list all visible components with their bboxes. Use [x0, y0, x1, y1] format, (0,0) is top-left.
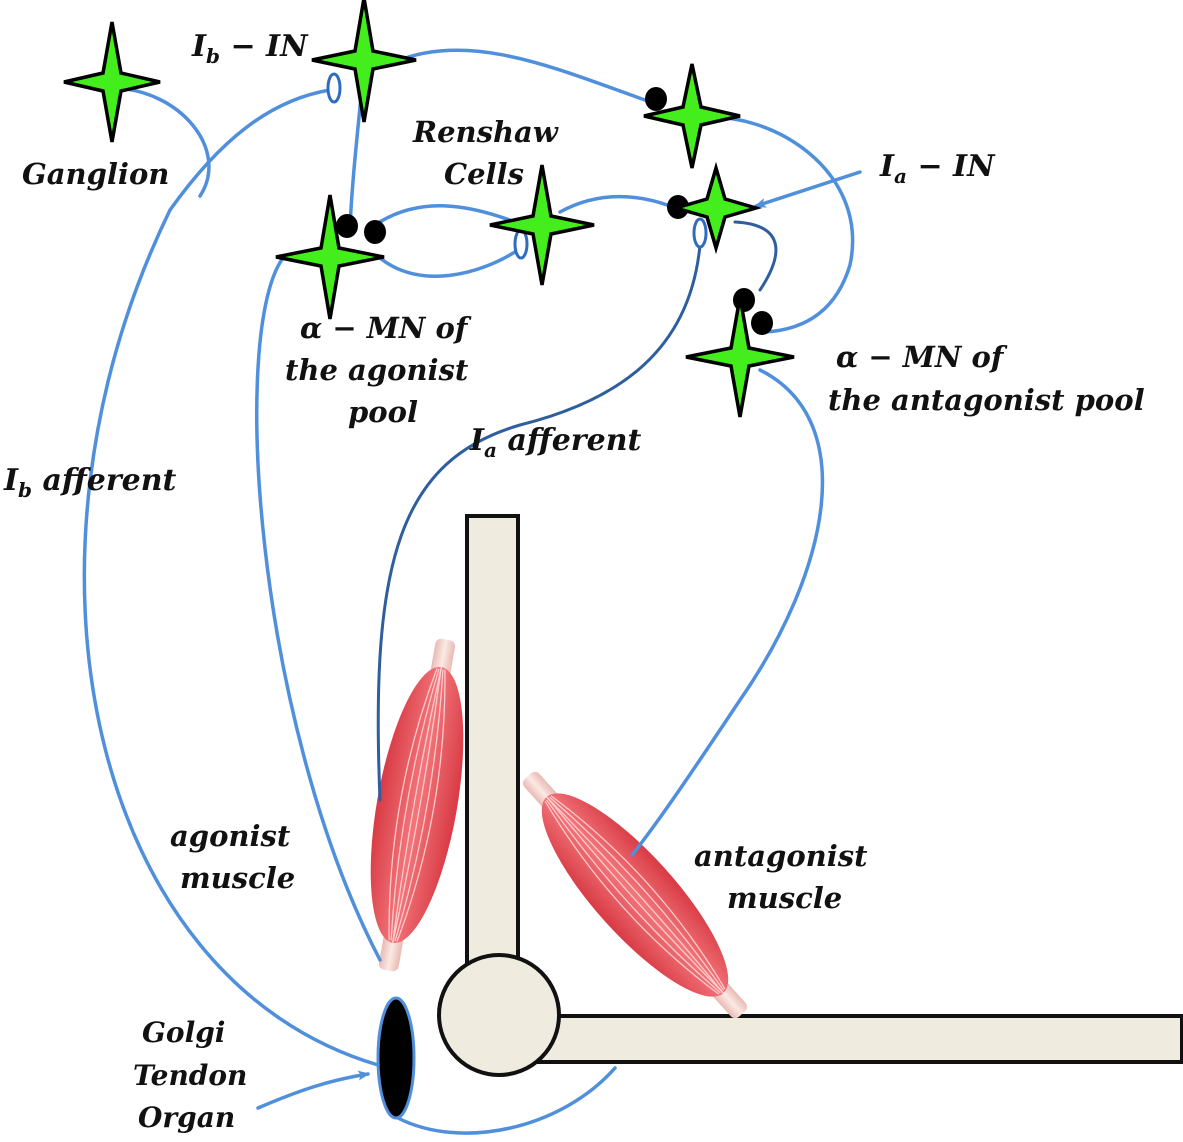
agonist-mn-to-renshaw-top [373, 204, 517, 227]
ganglion-branch [112, 86, 211, 198]
vertical-bone [465, 514, 520, 996]
neurons [63, 0, 795, 418]
neuron-agonist-mn [275, 194, 385, 320]
gto-bottom-loop [396, 1066, 617, 1135]
ib-in-to-antagonist-path [393, 48, 647, 102]
label-gto-line2: Tendon [133, 1059, 247, 1092]
label-ganglion: Ganglion [22, 157, 169, 191]
synapse-closed-2 [364, 220, 386, 244]
label-amn-agonist-line2: the agonist [285, 353, 469, 387]
neuron-ia-in-upper [643, 63, 741, 169]
label-amn-agonist-line1: α − MN of [300, 311, 472, 345]
label-gto-line3: Organ [138, 1101, 235, 1134]
label-ib-afferent: Ib afferent [3, 463, 177, 502]
ia-afferent-fiber [376, 243, 702, 802]
synapse-closed-1 [336, 214, 358, 238]
agonist-mn-to-renshaw-bottom [378, 248, 520, 278]
label-antagonist-line2: muscle [727, 881, 842, 915]
golgi-tendon-organ [376, 996, 416, 1120]
synapse-open-ib-in [326, 72, 342, 104]
gto-pointer-arrow [256, 1070, 370, 1110]
agonist-muscle-shape [370, 638, 464, 972]
nerve-connections [82, 48, 862, 1135]
label-amn-agonist-line3: pool [348, 395, 418, 429]
ib-afferent-fiber [82, 88, 380, 1067]
synapse-open-renshaw [513, 228, 529, 260]
synapse-closed-3 [645, 87, 667, 111]
antagonist-muscle-shape [522, 771, 748, 1019]
neuron-antagonist-mn [685, 296, 795, 418]
synapse-closed-6 [751, 311, 773, 335]
label-amn-antagonist-line1: α − MN of [836, 340, 1008, 374]
label-gto-line1: Golgi [142, 1016, 225, 1049]
renshaw-to-ia-in [558, 194, 672, 214]
antagonist-loop [698, 115, 855, 334]
label-amn-antagonist-line2: the antagonist pool [828, 383, 1145, 417]
antagonist-motor-axon [630, 368, 825, 857]
synapses [326, 72, 773, 335]
joint-circle [437, 953, 561, 1077]
ia-in-to-antagonist-mn [733, 220, 778, 292]
neuron-ganglion [63, 21, 161, 143]
label-ib-in: Ib − IN [191, 29, 309, 68]
neuron-ia-in [669, 161, 763, 255]
ia-in-pointer-arrow [754, 170, 862, 208]
neuron-ib-in [311, 0, 417, 123]
agonist-motor-axon [255, 256, 382, 962]
label-agonist-line2: muscle [180, 861, 295, 895]
label-ia-in: Ia − IN [879, 149, 996, 188]
neuron-renshaw [489, 164, 595, 286]
label-antagonist-line1: antagonist [694, 839, 868, 873]
label-renshaw-line2: Cells [444, 157, 524, 191]
label-renshaw-line1: Renshaw [412, 115, 559, 149]
label-agonist-line1: agonist [170, 819, 291, 853]
horizontal-bone [498, 1014, 1183, 1064]
synapse-open-ia-in [692, 217, 708, 249]
label-ia-afferent: Ia afferent [469, 423, 642, 462]
